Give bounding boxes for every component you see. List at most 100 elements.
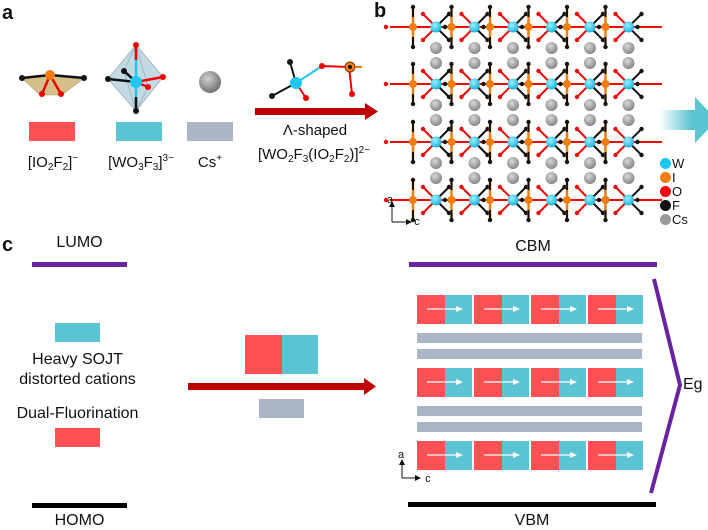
O-atom — [420, 37, 426, 43]
Cs-atom — [622, 99, 635, 111]
W-atom — [507, 21, 519, 33]
I-atom — [601, 23, 610, 31]
F-atom — [485, 152, 490, 158]
cbm-label: CBM — [515, 238, 551, 255]
cation-text-line1: Heavy SOJT — [32, 351, 123, 368]
F-atom — [603, 4, 608, 10]
F-atom — [558, 139, 563, 145]
cesium-layer-bar — [417, 406, 642, 416]
F-atom — [410, 44, 416, 50]
legend-item-F: F — [660, 198, 708, 213]
O-atom — [383, 197, 389, 203]
dipole-arrow-icon — [541, 379, 577, 385]
F-atom — [564, 4, 570, 10]
Cs-atom — [430, 99, 442, 111]
O-atom — [420, 68, 426, 74]
F-atom — [564, 101, 570, 107]
F-atom — [442, 24, 448, 30]
text: ] — [158, 154, 163, 171]
F-atom — [410, 61, 416, 67]
dipole-arrow-icon — [484, 452, 520, 458]
text: F — [293, 146, 303, 163]
F-atom — [410, 4, 416, 10]
combined-block-iodate — [245, 335, 282, 374]
F-atom — [603, 177, 608, 183]
W-atom — [584, 136, 596, 148]
F-atom — [446, 68, 452, 74]
F-atom — [449, 44, 454, 50]
cation-level-swatch — [55, 323, 100, 342]
O-atom — [383, 81, 389, 87]
I-atom — [486, 23, 494, 31]
F-atom — [449, 61, 454, 67]
O-atom — [613, 152, 618, 158]
F-atom — [562, 11, 567, 17]
Cs-atom — [584, 57, 596, 69]
F-atom — [519, 81, 525, 87]
O-atom — [613, 94, 618, 100]
Cs-atom — [545, 42, 558, 54]
homo-level-line — [32, 503, 127, 508]
F-atom — [603, 119, 608, 125]
lambda-caption-line2: [WO2F3(IO2F2)]2− — [244, 142, 384, 168]
F-atom — [564, 177, 570, 183]
F-atom — [446, 126, 452, 132]
W-atom — [469, 78, 480, 90]
F-atom — [449, 177, 454, 183]
O-atom — [536, 37, 541, 43]
Cs-atom — [507, 57, 519, 69]
crystal-axis-a-label: a — [386, 194, 394, 206]
F-atom — [526, 61, 531, 67]
O-atom — [536, 126, 541, 132]
F-atom — [600, 11, 606, 17]
O-atom — [536, 11, 541, 17]
O-atom — [383, 139, 389, 145]
O-atom — [383, 24, 389, 30]
F-atom — [526, 217, 531, 223]
dipole-arrow-icon — [427, 379, 463, 385]
O-atom-icon — [660, 185, 671, 197]
lumo-level-line — [32, 262, 127, 267]
F-atom — [481, 139, 486, 145]
legend-label: I — [672, 169, 676, 185]
dipole-arrow-icon — [427, 306, 463, 312]
F-atom — [449, 4, 454, 10]
F-atom-icon — [660, 199, 671, 211]
F-atom — [600, 126, 606, 132]
W-atom — [469, 21, 480, 33]
legend-label: Cs — [672, 211, 688, 227]
Cs-atom — [507, 99, 519, 111]
crystal-axis-indicator — [389, 201, 412, 225]
F-atom — [526, 44, 531, 50]
panel-c-label: c — [2, 234, 14, 256]
text: F — [143, 154, 153, 171]
F-atom — [526, 159, 531, 165]
band-axis-c-label: c — [425, 473, 431, 485]
W-atom — [469, 136, 480, 148]
panel-b-label: b — [374, 0, 387, 22]
O-atom — [497, 152, 503, 158]
Cs-atom — [545, 172, 558, 184]
dipole-arrow-icon — [427, 452, 463, 458]
cation-text-line2: distorted cations — [19, 371, 136, 388]
F-atom — [442, 81, 448, 87]
Cs-atom — [468, 42, 481, 54]
F-atom — [635, 81, 640, 87]
iodate-swatch — [29, 122, 75, 141]
atom-legend: W I O F Cs — [660, 155, 708, 227]
F-atom — [564, 119, 570, 125]
O-atom — [459, 11, 464, 17]
Cs-atom — [507, 172, 519, 184]
O-atom — [459, 210, 464, 216]
Cs-atom — [622, 42, 635, 54]
O-atom — [459, 68, 464, 74]
cesium-formula: Cs+ — [190, 150, 230, 171]
F-atom — [446, 37, 452, 43]
Cs-atom — [584, 42, 596, 54]
panel-a-structures — [19, 42, 378, 120]
text: [WO — [257, 146, 288, 163]
I-atom — [524, 196, 533, 204]
dipole-arrow-icon — [598, 452, 634, 458]
F-atom — [523, 94, 529, 100]
legend-label: W — [672, 155, 685, 171]
